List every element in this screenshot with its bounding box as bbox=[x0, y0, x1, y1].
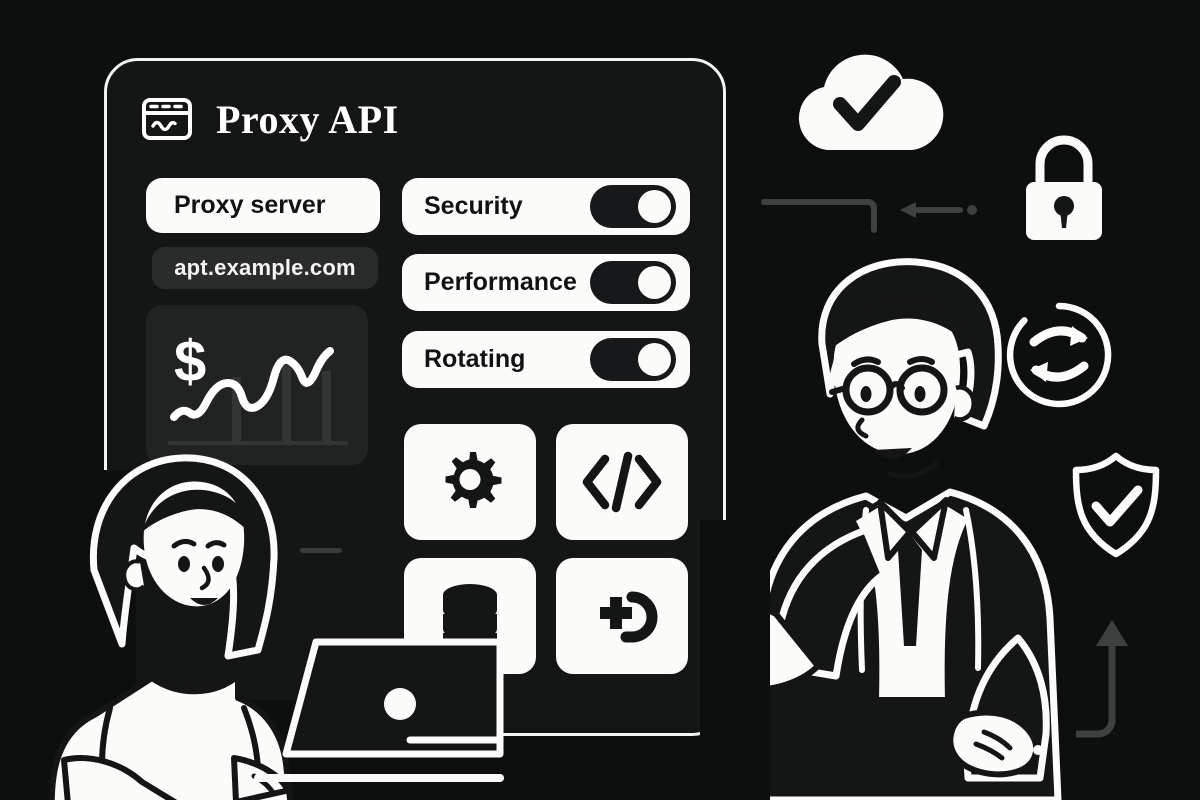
laptop-logo-dot bbox=[384, 688, 416, 720]
chart-trend-line bbox=[170, 347, 334, 421]
database-icon bbox=[431, 580, 509, 652]
connector-arrow-up bbox=[1076, 612, 1156, 752]
toggle-switch-security[interactable] bbox=[590, 185, 676, 228]
toggle-label-rotating: Rotating bbox=[424, 345, 526, 373]
plugin-icon bbox=[580, 579, 664, 653]
toggle-label-performance: Performance bbox=[424, 268, 577, 296]
toggle-row-rotating[interactable]: Rotating bbox=[402, 331, 690, 388]
chart-bar bbox=[282, 365, 291, 443]
panel-border-mask-right bbox=[700, 520, 740, 745]
page-title: Proxy API bbox=[216, 96, 399, 142]
shield-check-icon bbox=[1068, 450, 1164, 562]
padlock-icon bbox=[1014, 128, 1114, 248]
cloud-check-icon bbox=[782, 42, 962, 162]
tile-settings[interactable] bbox=[404, 424, 536, 540]
stats-card: $ bbox=[146, 305, 368, 465]
toggle-row-security[interactable]: Security bbox=[402, 178, 690, 235]
proxy-server-label: Proxy server bbox=[174, 191, 326, 219]
tile-code[interactable] bbox=[556, 424, 688, 540]
currency-symbol: $ bbox=[174, 329, 206, 394]
proxy-url-value: apt.example.com bbox=[174, 255, 356, 280]
refresh-icon bbox=[1004, 300, 1114, 410]
gear-icon bbox=[432, 444, 508, 520]
toggle-label-security: Security bbox=[424, 192, 523, 220]
revenue-chart: $ bbox=[168, 329, 348, 445]
chart-bar bbox=[232, 377, 241, 443]
toggle-row-performance[interactable]: Performance bbox=[402, 254, 690, 311]
browser-window-wave-icon bbox=[140, 92, 194, 146]
toggle-switch-rotating[interactable] bbox=[590, 338, 676, 381]
panel-header: Proxy API bbox=[140, 92, 399, 146]
connector-stub bbox=[300, 548, 342, 553]
connector-arrow-left bbox=[760, 188, 990, 248]
proxy-url-input[interactable]: apt.example.com bbox=[152, 247, 378, 289]
chart-bar bbox=[322, 371, 331, 443]
toggle-knob bbox=[638, 266, 671, 299]
code-icon bbox=[579, 449, 665, 515]
proxy-server-button[interactable]: Proxy server bbox=[146, 178, 380, 233]
tile-plugin[interactable] bbox=[556, 558, 688, 674]
laptop bbox=[250, 628, 510, 798]
man-presenting bbox=[770, 248, 1130, 800]
toggle-knob bbox=[638, 190, 671, 223]
toggle-switch-performance[interactable] bbox=[590, 261, 676, 304]
toggle-knob bbox=[638, 343, 671, 376]
